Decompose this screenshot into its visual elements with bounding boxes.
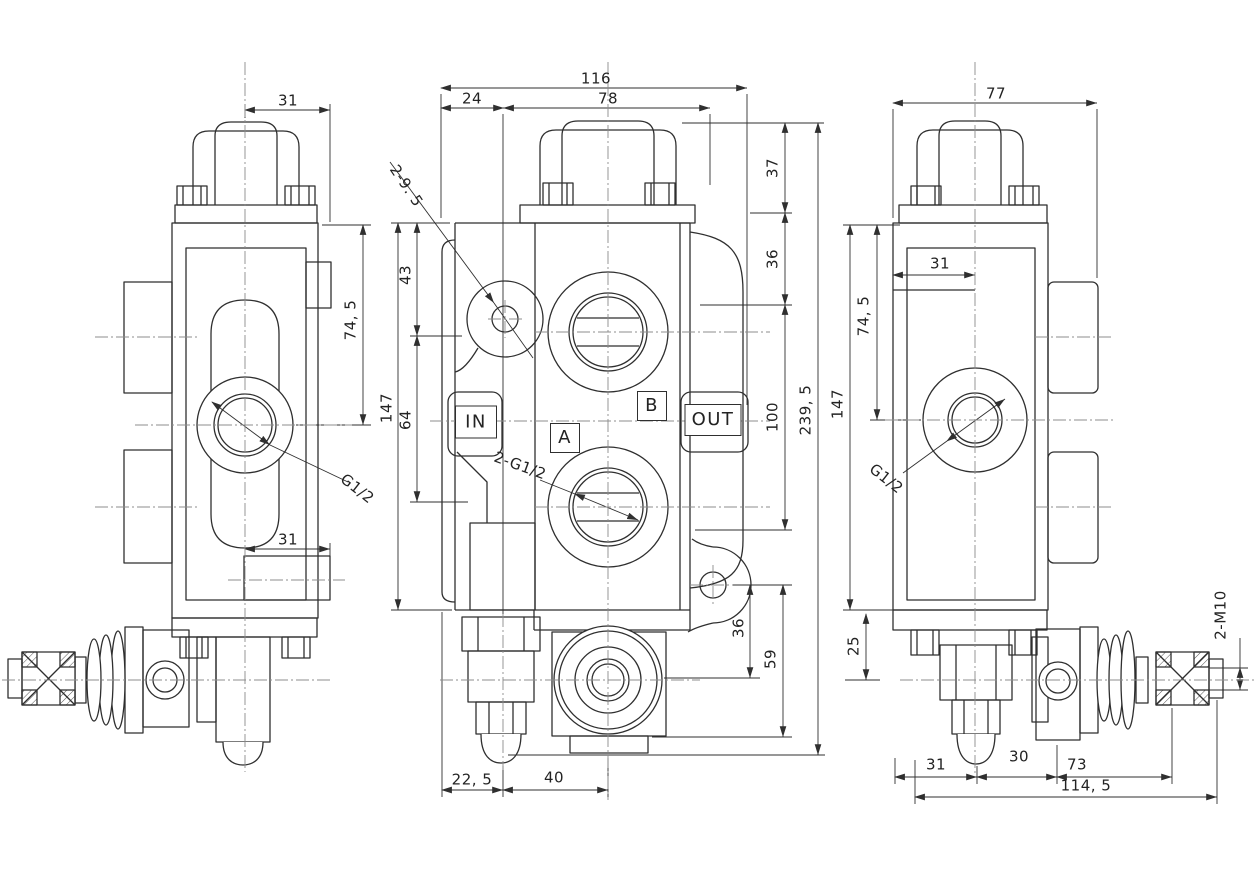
left-view-linework xyxy=(7,121,332,766)
centerlines xyxy=(2,62,1255,800)
front-view-linework xyxy=(441,120,752,764)
dimension-lines xyxy=(211,84,1248,804)
right-view-linework xyxy=(892,120,1224,765)
